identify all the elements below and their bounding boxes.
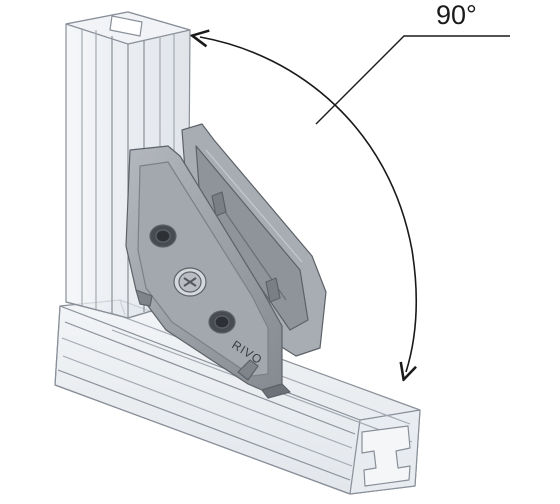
angle-arc bbox=[200, 37, 418, 372]
angle-label: 90° bbox=[436, 0, 477, 30]
leader-line bbox=[315, 35, 510, 125]
angle-annotation: 90° bbox=[200, 0, 510, 372]
